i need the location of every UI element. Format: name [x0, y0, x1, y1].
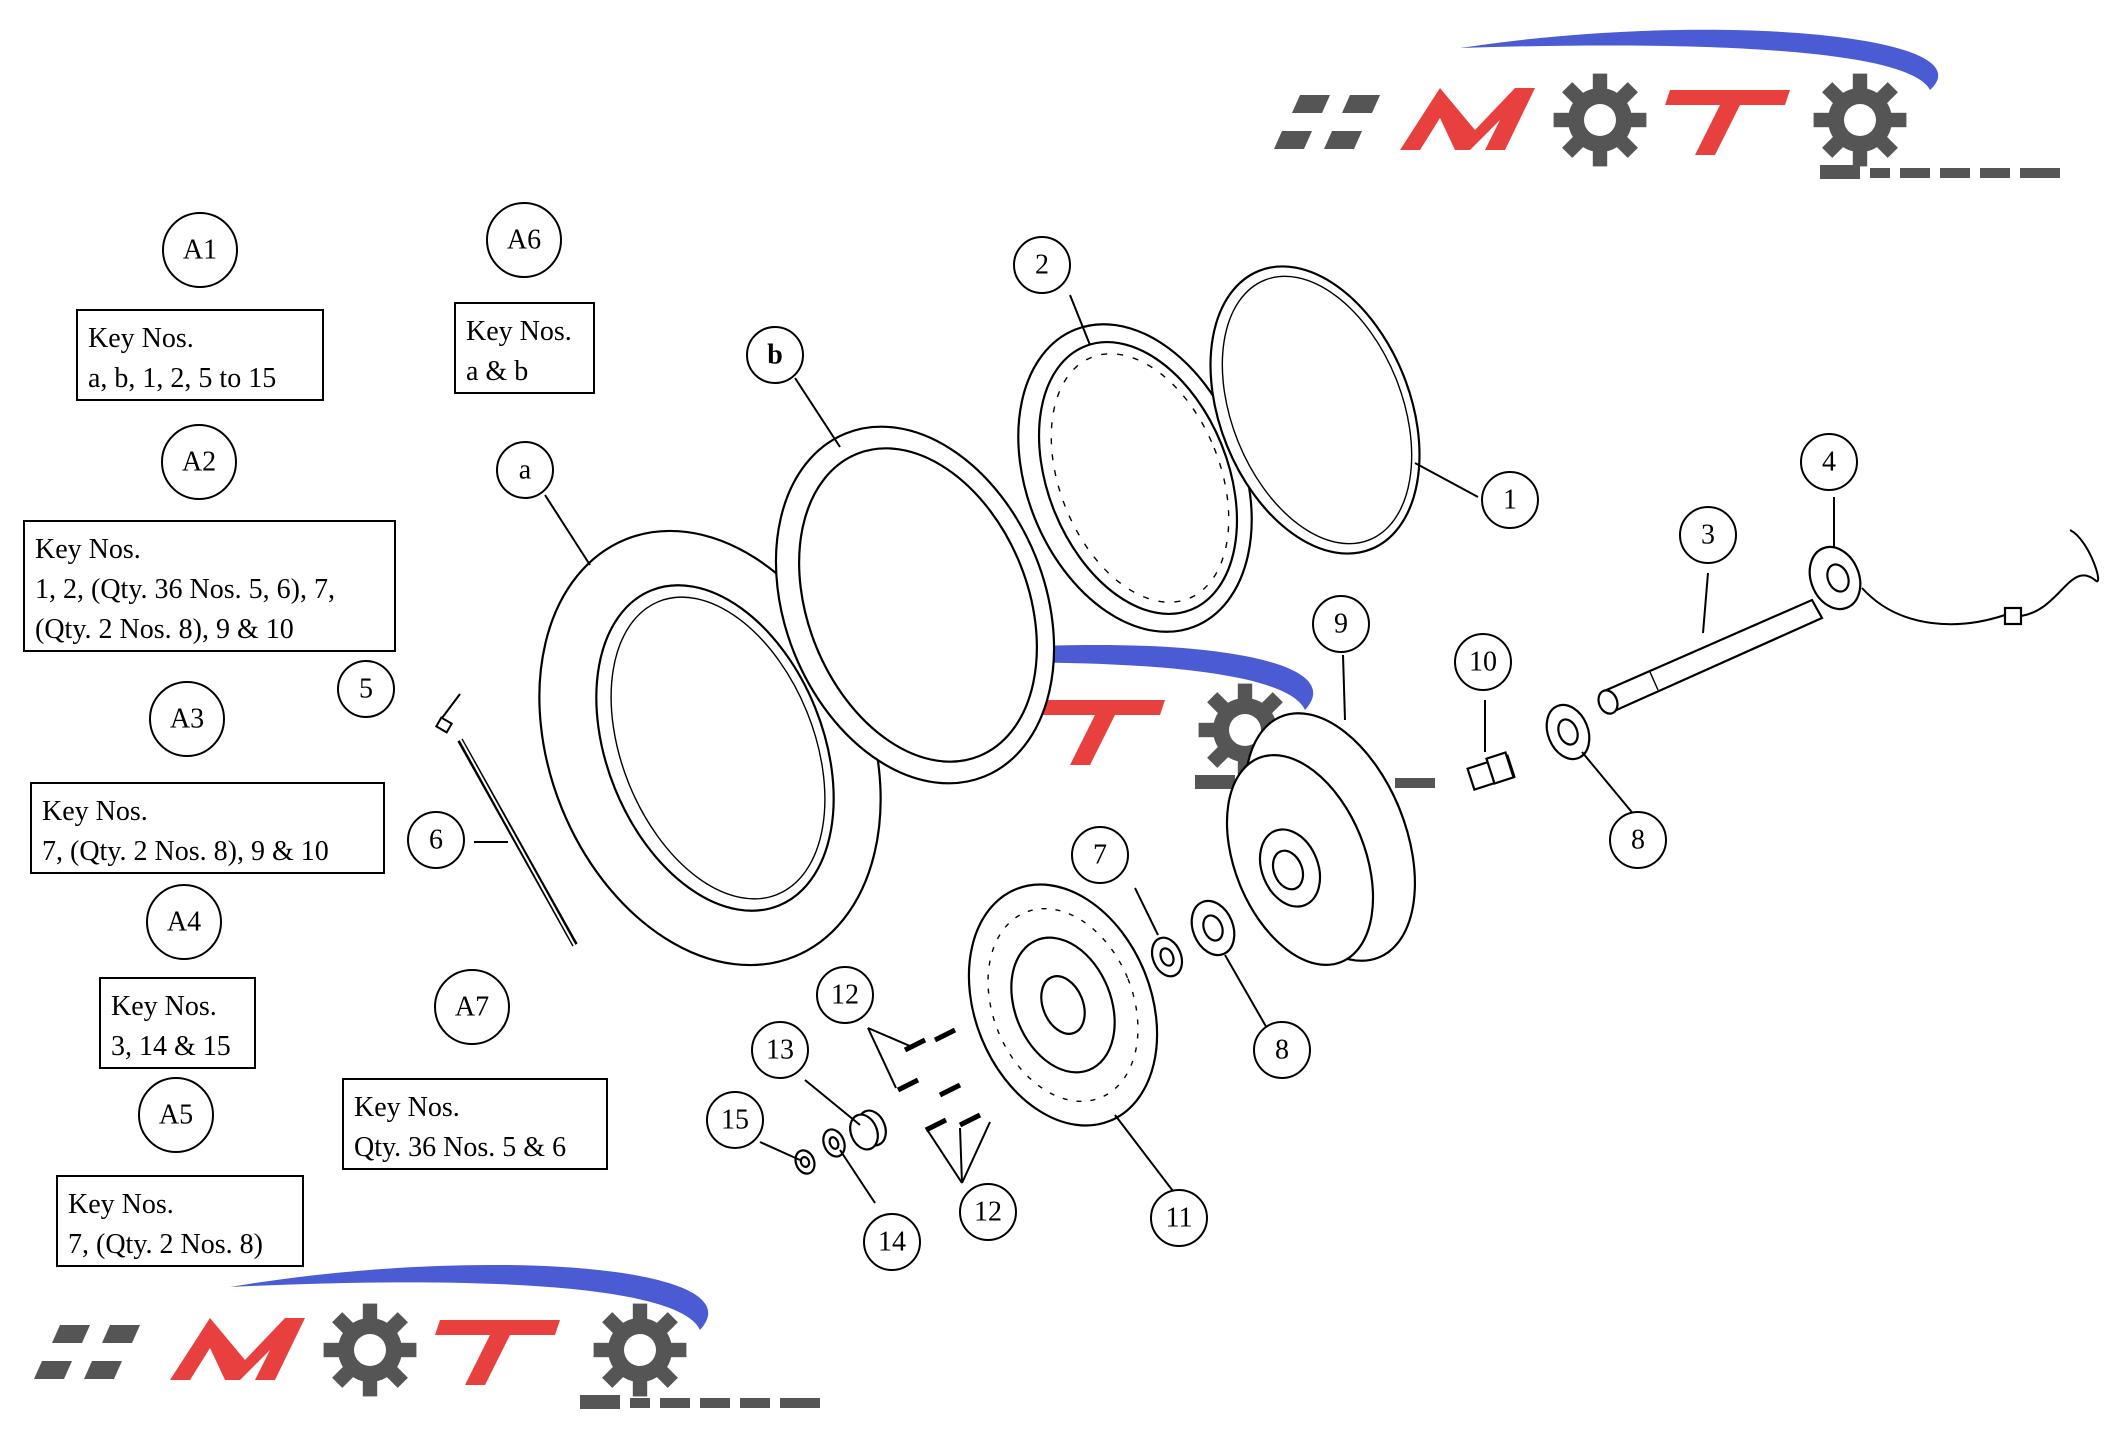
callout-3: 3 — [1679, 506, 1737, 564]
callout-8-left: 8 — [1253, 1021, 1311, 1079]
keybox-a6: Key Nos. a & b — [454, 302, 595, 394]
keybox-items: Qty. 36 Nos. 5 & 6 — [354, 1132, 567, 1163]
svg-text:A5: A5 — [159, 1100, 193, 1131]
svg-text:14: 14 — [878, 1227, 906, 1258]
svg-text:8: 8 — [1631, 825, 1645, 856]
ring-part — [1209, 265, 1421, 555]
rim-part — [1017, 323, 1253, 633]
keybox-title: Key Nos. — [111, 991, 217, 1022]
keybox-title: Key Nos. — [42, 796, 148, 827]
bearing-part-left — [1190, 899, 1236, 957]
brand-logo-top — [1274, 29, 2060, 179]
axle-part — [1597, 598, 1824, 715]
keybox-a4: Key Nos. 3, 14 & 15 — [99, 977, 256, 1069]
svg-text:9: 9 — [1334, 609, 1348, 640]
assembly-callout-a7: A7 — [434, 969, 510, 1045]
keybox-items: a, b, 1, 2, 5 to 15 — [88, 363, 277, 394]
callout-15: 15 — [706, 1091, 764, 1149]
callout-10: 10 — [1454, 633, 1512, 691]
spoke-part — [434, 716, 578, 949]
assembly-callout-a4: A4 — [146, 884, 222, 960]
svg-text:10: 10 — [1469, 647, 1497, 678]
callout-14: 14 — [863, 1213, 921, 1271]
rim-tape-part — [774, 425, 1056, 785]
assembly-callout-a3: A3 — [149, 681, 225, 757]
svg-text:8: 8 — [1275, 1035, 1289, 1066]
svg-text:3: 3 — [1701, 520, 1715, 551]
keybox-items-line-2: (Qty. 2 Nos. 8), 9 & 10 — [35, 614, 294, 645]
callout-7: 7 — [1071, 826, 1129, 884]
svg-text:A6: A6 — [507, 225, 541, 256]
svg-text:5: 5 — [359, 674, 373, 705]
callout-9: 9 — [1312, 595, 1370, 653]
keybox-a2: Key Nos. 1, 2, (Qty. 36 Nos. 5, 6), 7, (… — [23, 520, 396, 652]
callout-12-bottom: 12 — [959, 1183, 1017, 1241]
callout-13: 13 — [751, 1021, 809, 1079]
nut-part — [794, 1149, 816, 1175]
speedo-drive-part — [1808, 529, 2100, 626]
keybox-a7: Key Nos. Qty. 36 Nos. 5 & 6 — [342, 1078, 608, 1170]
svg-text:13: 13 — [766, 1035, 794, 1066]
callout-2: 2 — [1013, 236, 1071, 294]
keybox-items: 7, (Qty. 2 Nos. 8) — [68, 1229, 263, 1260]
keybox-items: a & b — [466, 356, 529, 387]
callout-8-right: 8 — [1609, 811, 1667, 869]
keybox-a5: Key Nos. 7, (Qty. 2 Nos. 8) — [56, 1175, 304, 1267]
svg-text:2: 2 — [1035, 250, 1049, 281]
svg-text:b: b — [767, 340, 783, 371]
keybox-title: Key Nos. — [88, 323, 194, 354]
svg-text:12: 12 — [974, 1197, 1002, 1228]
brake-disc-part — [967, 883, 1159, 1127]
svg-text:A3: A3 — [170, 704, 204, 735]
svg-text:A7: A7 — [455, 992, 489, 1023]
svg-text:A4: A4 — [167, 907, 201, 938]
brand-logo-bottom — [34, 1264, 820, 1409]
svg-text:A2: A2 — [182, 447, 216, 478]
keybox-items-line-1: 1, 2, (Qty. 36 Nos. 5, 6), 7, — [35, 574, 335, 605]
svg-text:12: 12 — [831, 980, 859, 1011]
callout-5: 5 — [337, 660, 395, 718]
callout-12-top: 12 — [816, 966, 874, 1024]
assembly-callout-a2: A2 — [161, 424, 237, 500]
nipple-part — [434, 716, 454, 734]
leader-lines — [441, 294, 1835, 1204]
svg-text:A1: A1 — [183, 235, 217, 266]
washer-part — [822, 1128, 846, 1158]
svg-text:6: 6 — [429, 825, 443, 856]
keybox-a3: Key Nos. 7, (Qty. 2 Nos. 8), 9 & 10 — [30, 782, 385, 874]
assembly-callout-a5: A5 — [138, 1077, 214, 1153]
callout-a: a — [496, 441, 554, 499]
svg-text:7: 7 — [1093, 840, 1107, 871]
callout-11: 11 — [1150, 1189, 1208, 1247]
assembly-callout-a1: A1 — [162, 212, 238, 288]
assembly-callout-a6: A6 — [486, 202, 562, 278]
keybox-title: Key Nos. — [68, 1189, 174, 1220]
svg-text:1: 1 — [1503, 485, 1517, 516]
callout-b: b — [746, 326, 804, 384]
callout-1: 1 — [1481, 471, 1539, 529]
bush-part — [849, 1109, 887, 1151]
keybox-title: Key Nos. — [466, 316, 572, 347]
svg-text:15: 15 — [721, 1105, 749, 1136]
disc-bolts-part — [896, 1027, 982, 1133]
spacer-washer-part — [1150, 936, 1184, 978]
svg-text:11: 11 — [1166, 1203, 1193, 1234]
keybox-title: Key Nos. — [35, 534, 141, 565]
keybox-items: 3, 14 & 15 — [111, 1031, 231, 1062]
keybox-items: 7, (Qty. 2 Nos. 8), 9 & 10 — [42, 836, 329, 867]
svg-text:a: a — [519, 455, 532, 486]
hub-part — [1225, 712, 1416, 966]
svg-text:4: 4 — [1822, 447, 1836, 478]
spacer-part — [1466, 751, 1516, 792]
bearing-part-right — [1545, 703, 1591, 761]
keybox-a1: Key Nos. a, b, 1, 2, 5 to 15 — [76, 309, 324, 401]
keybox-title: Key Nos. — [354, 1092, 460, 1123]
callout-6: 6 — [407, 811, 465, 869]
callout-4: 4 — [1800, 433, 1858, 491]
